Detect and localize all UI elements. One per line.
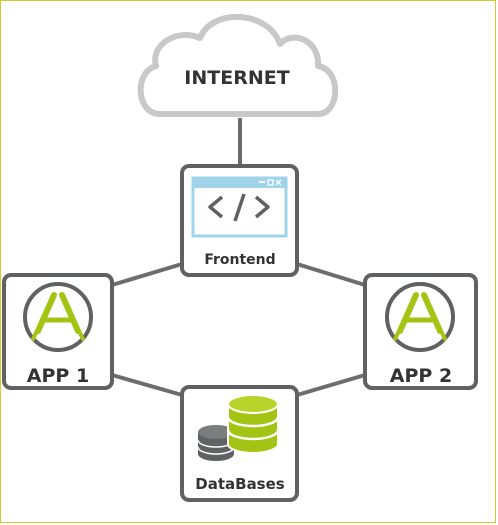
- app-store-icon: [23, 282, 93, 352]
- edge-frontend-app2: [296, 262, 366, 287]
- database-small-icon: [197, 425, 235, 461]
- edge-frontend-app1: [111, 262, 183, 287]
- database-large-icon: [226, 394, 280, 454]
- node-app2: APP 2: [363, 273, 478, 390]
- app-store-icon: [385, 282, 455, 352]
- app2-label: APP 2: [390, 365, 452, 387]
- node-app1: APP 1: [2, 273, 114, 390]
- frontend-label: Frontend: [204, 252, 275, 268]
- node-databases: DataBases: [180, 385, 299, 502]
- cloud-icon: [137, 14, 339, 117]
- connectors: [111, 118, 366, 397]
- app1-label: APP 1: [27, 365, 89, 387]
- edge-app2-databases: [296, 373, 366, 397]
- code-window-icon: [191, 176, 288, 238]
- edge-app1-databases: [111, 373, 183, 397]
- node-frontend: Frontend: [180, 164, 299, 277]
- databases-label: DataBases: [195, 475, 285, 493]
- node-internet: INTERNET: [137, 14, 339, 117]
- database-stack-icon: [197, 394, 280, 461]
- internet-label: INTERNET: [184, 67, 289, 89]
